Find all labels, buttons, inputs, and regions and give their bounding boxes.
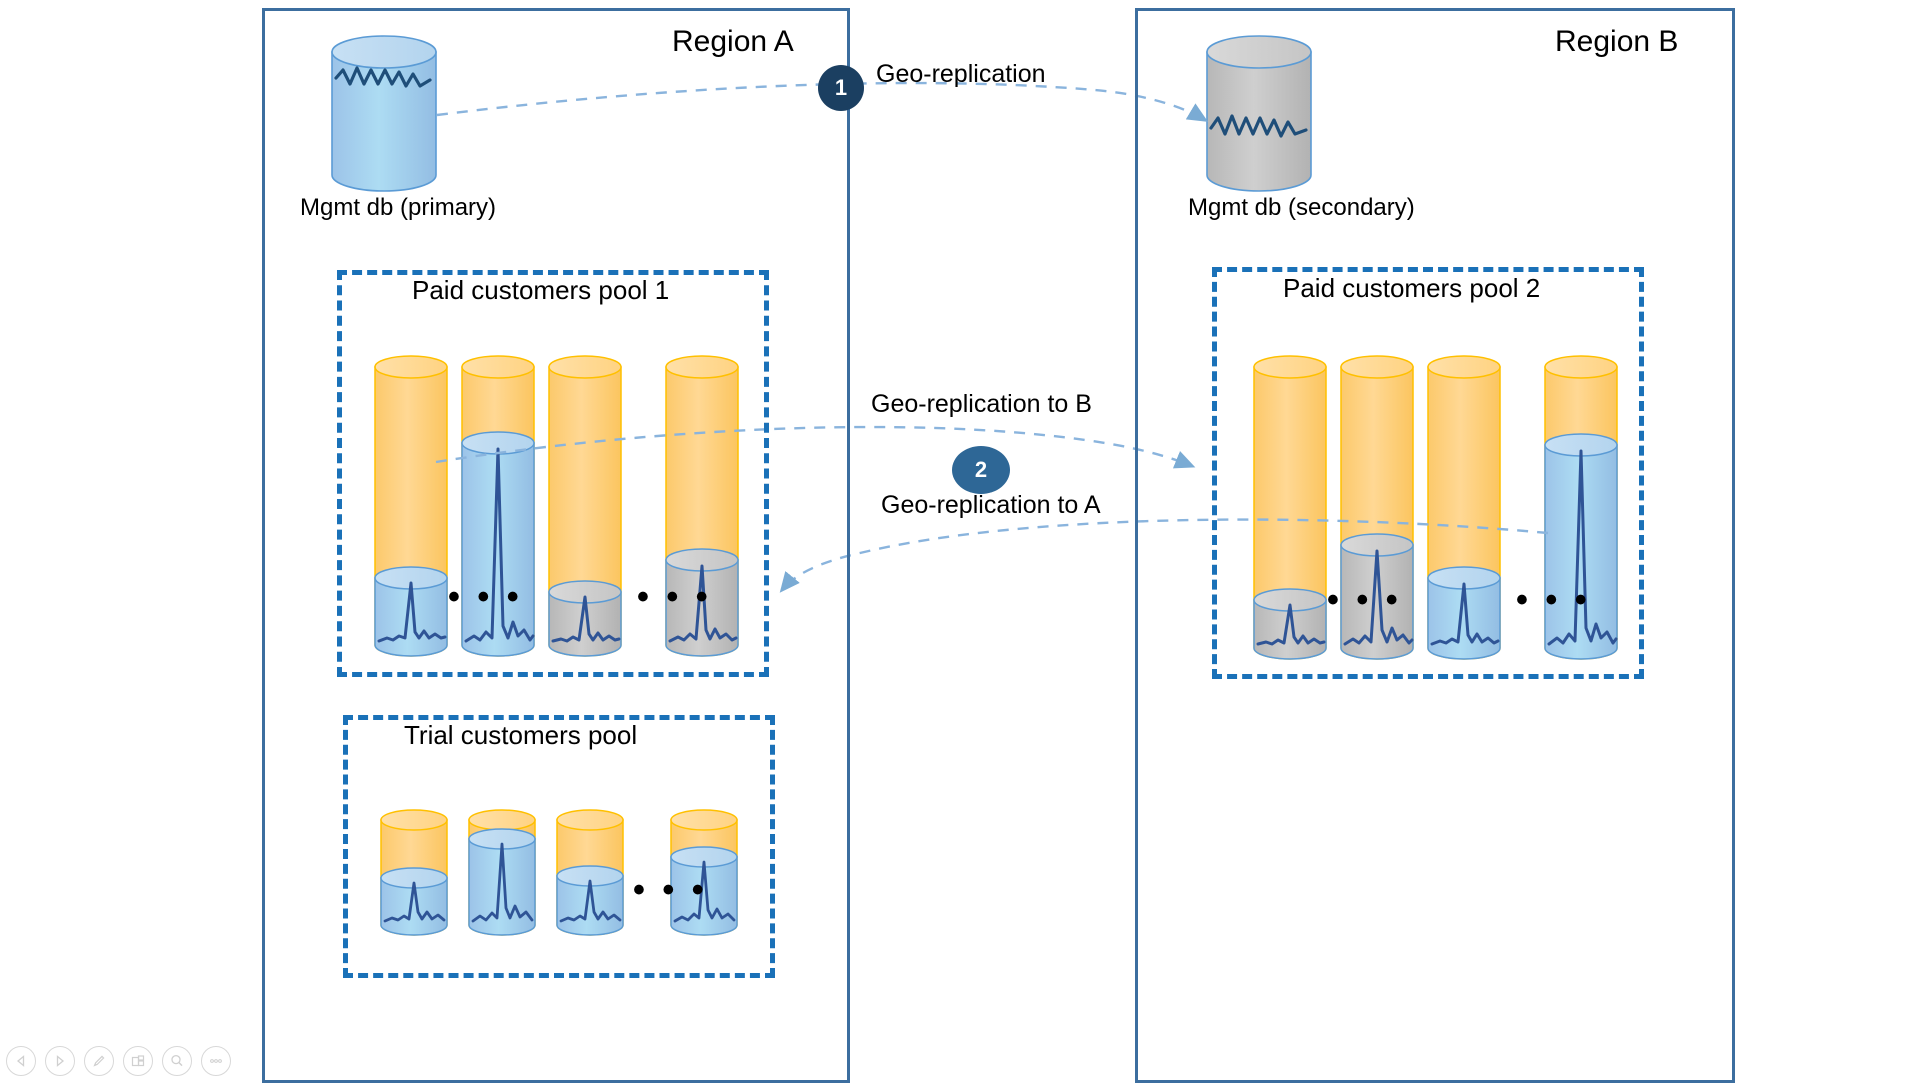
trial-cylinder-2 <box>468 809 536 936</box>
geo-replication-arrow-1 <box>436 81 1209 122</box>
pool1-ellipsis-left: • • • <box>448 578 523 616</box>
paid-customers-pool-1-title: Paid customers pool 1 <box>412 275 670 305</box>
mgmt-db-secondary-caption: Mgmt db (secondary) <box>1188 194 1415 221</box>
pool1-cylinder-2 <box>461 355 535 657</box>
geo-replication-to-a-label: Geo-replication to A <box>881 491 1101 519</box>
region-b-title: Region B <box>1555 25 1679 58</box>
pool1-cylinder-3 <box>548 355 622 657</box>
region-a-title: Region A <box>672 25 794 58</box>
step-badge-1: 1 <box>818 65 864 111</box>
layers-icon[interactable] <box>123 1046 153 1076</box>
pool1-ellipsis-right: • • • <box>637 578 712 616</box>
geo-replication-arrow-to-a <box>779 518 1549 593</box>
viewer-toolbar <box>6 1046 231 1076</box>
pool1-cylinder-1 <box>374 355 448 657</box>
trial-customers-pool-title: Trial customers pool <box>404 720 638 750</box>
pool1-cylinder-4 <box>665 355 739 657</box>
step-badge-2: 2 <box>952 446 1010 494</box>
mgmt-db-primary-caption: Mgmt db (primary) <box>300 194 497 221</box>
more-icon[interactable] <box>201 1046 231 1076</box>
pool2-ellipsis-right: • • • <box>1516 581 1591 619</box>
paid-customers-pool-2-title: Paid customers pool 2 <box>1283 273 1541 303</box>
pool2-ellipsis-left: • • • <box>1327 581 1402 619</box>
pool2-cylinder-2 <box>1340 355 1414 660</box>
pool2-cylinder-3 <box>1427 355 1501 660</box>
next-icon[interactable] <box>45 1046 75 1076</box>
trial-ellipsis: • • • <box>633 871 708 909</box>
pool2-cylinder-4 <box>1544 355 1618 660</box>
trial-cylinder-1 <box>380 809 448 936</box>
search-icon[interactable] <box>162 1046 192 1076</box>
paid-customers-pool-2-container <box>1212 267 1644 679</box>
trial-cylinder-4 <box>670 809 738 936</box>
previous-icon[interactable] <box>6 1046 36 1076</box>
mgmt-db-secondary-cylinder <box>1206 35 1312 192</box>
trial-customers-pool-container <box>343 715 775 978</box>
geo-replication-to-b-label: Geo-replication to B <box>871 390 1092 418</box>
geo-replication-label: Geo-replication <box>876 60 1046 88</box>
paid-customers-pool-1-container <box>337 270 769 677</box>
pencil-icon[interactable] <box>84 1046 114 1076</box>
geo-replication-arrow-to-b <box>435 425 1196 469</box>
pool2-cylinder-1 <box>1253 355 1327 660</box>
trial-cylinder-3 <box>556 809 624 936</box>
mgmt-db-primary-cylinder <box>331 35 437 192</box>
